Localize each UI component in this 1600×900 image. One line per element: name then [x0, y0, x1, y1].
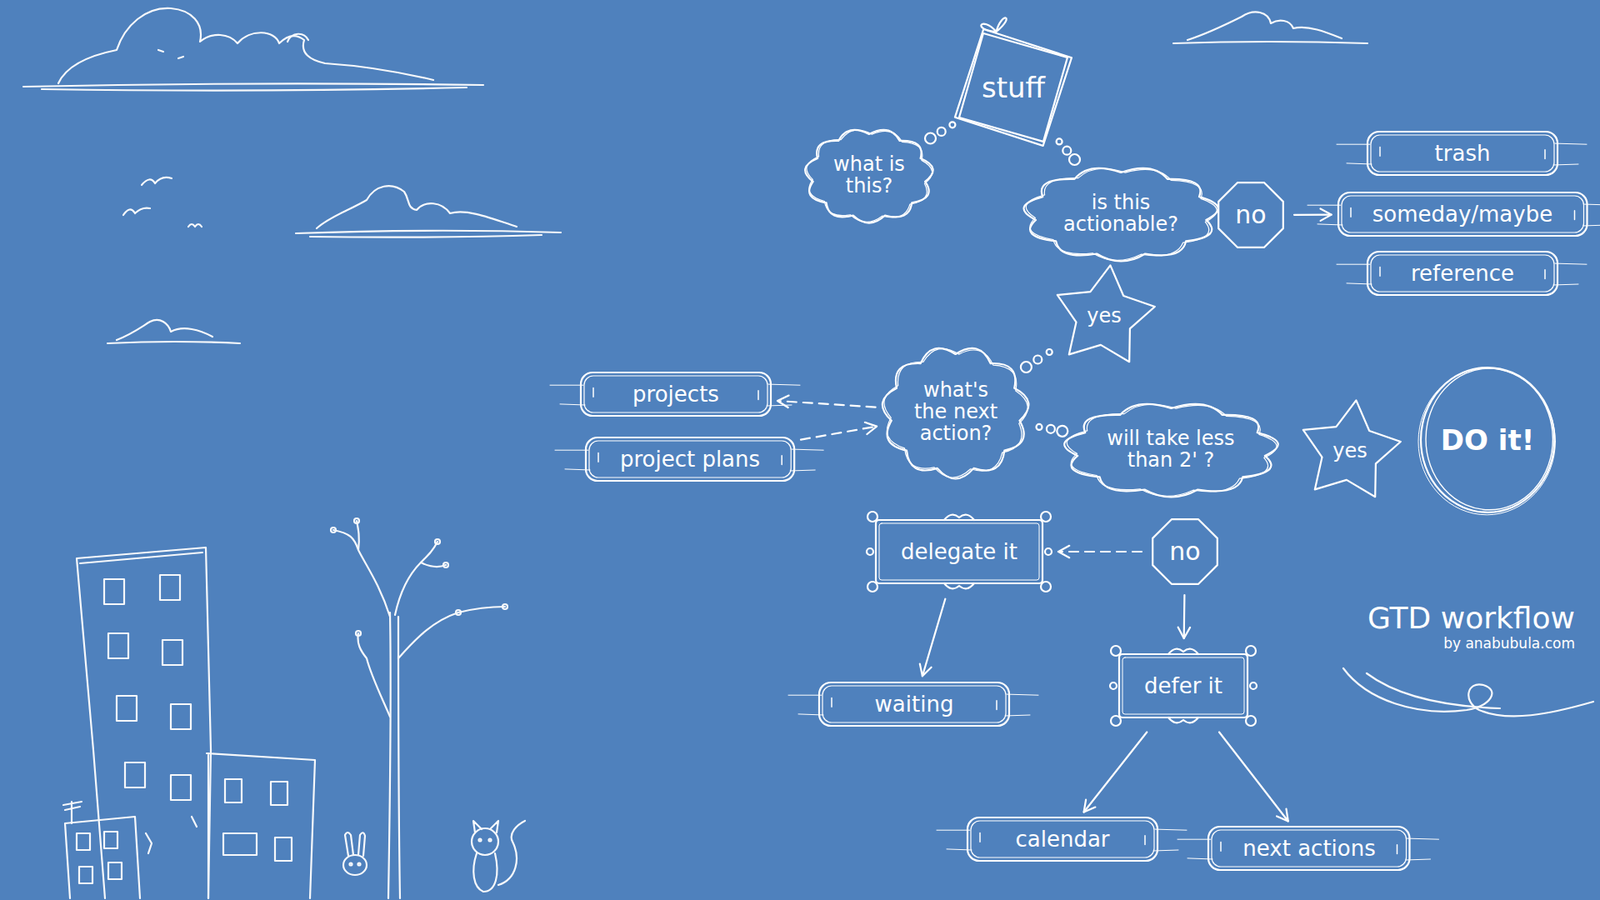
thought-bubble [1062, 146, 1071, 155]
connector-line [1183, 595, 1186, 639]
thought-bubble [1046, 349, 1053, 355]
bubble-connector [1036, 424, 1069, 437]
thought-bubble [1046, 425, 1055, 434]
arrow-head [1320, 209, 1332, 221]
thought-bubble [1056, 425, 1068, 437]
node-text: reference [1410, 261, 1515, 285]
bunny [343, 832, 367, 875]
arrow-head [865, 422, 877, 435]
thought-bubble [937, 127, 946, 136]
thought-cloud: what is this? [802, 124, 936, 228]
sky-cloud [23, 8, 484, 91]
node-text: what is this? [823, 154, 915, 198]
stop-octagon: no [1147, 514, 1223, 590]
node-text: no [1169, 538, 1200, 565]
thought-bubble [1020, 361, 1032, 373]
sky-cloud [107, 320, 240, 344]
list-band: reference [1366, 250, 1559, 296]
list-band: next actions [1207, 825, 1411, 871]
buildings [63, 547, 315, 899]
node-text: next actions [1242, 836, 1375, 860]
bubble-connector [1020, 349, 1053, 373]
node-text: is this actionable? [1052, 192, 1190, 236]
connector-line [922, 599, 945, 677]
yes-star: yes [1050, 262, 1159, 371]
connector-line [800, 426, 877, 440]
connector-line [1219, 732, 1289, 822]
arrow-head [1178, 627, 1190, 639]
arrow-head [1276, 809, 1289, 822]
thought-cloud: what's the next action? [880, 344, 1030, 481]
connector-line [1058, 550, 1142, 553]
yes-star: yes [1295, 397, 1405, 506]
thought-cloud: is this actionable? [1025, 162, 1217, 266]
thought-bubble [1033, 355, 1042, 365]
connector-line [1294, 214, 1332, 216]
node-text: calendar [1015, 827, 1110, 851]
stop-octagon: no [1213, 177, 1289, 253]
bubble-connector [1056, 138, 1080, 165]
sky-cloud [295, 185, 561, 238]
thought-bubble [1069, 154, 1080, 165]
node-text: project plans [620, 447, 760, 471]
title-block: GTD workflowby anabubula.com [1367, 601, 1575, 652]
node-text: defer it [1144, 674, 1223, 698]
node-text: projects [632, 382, 720, 406]
sky-cloud [1173, 11, 1368, 44]
arrow-connector [1294, 209, 1332, 221]
arrow-connector [800, 422, 877, 440]
list-band: trash [1366, 130, 1559, 176]
node-text: yes [1332, 440, 1367, 463]
title-swirl [1343, 668, 1594, 716]
node-text: delegate it [900, 540, 1018, 564]
diagram-title: GTD workflow [1367, 601, 1575, 635]
thought-bubble [925, 133, 936, 145]
arrow-head [1084, 800, 1096, 813]
node-text: someday/maybe [1372, 202, 1554, 226]
bubble-connector [925, 121, 955, 144]
thought-cloud: will take less than 2' ? [1066, 398, 1276, 502]
thought-bubble [949, 121, 955, 128]
arrow-connector [1219, 732, 1289, 822]
list-band: projects [580, 371, 772, 417]
tree [330, 518, 508, 899]
node-text: stuff [981, 72, 1045, 104]
diagram-caption: by anabubula.com [1367, 635, 1575, 652]
list-band: calendar [966, 816, 1159, 862]
node-text: waiting [875, 692, 955, 716]
connector-line [1084, 732, 1148, 813]
action-circle: DO it! [1417, 364, 1558, 516]
node-text: yes [1086, 305, 1121, 328]
cat [471, 820, 525, 892]
arrow-connector [1058, 545, 1142, 558]
list-band: waiting [818, 681, 1010, 727]
stuff-box: stuff [952, 26, 1075, 149]
node-text: no [1235, 201, 1266, 229]
arrow-connector [777, 395, 876, 408]
list-band: project plans [585, 436, 795, 482]
node-text: will take less than 2' ? [1091, 428, 1250, 472]
thought-bubble [1036, 424, 1043, 430]
arrow-head [1058, 545, 1070, 558]
ornate-frame: delegate it [865, 510, 1053, 594]
ornate-frame: defer it [1109, 644, 1258, 728]
arrow-head [920, 664, 932, 677]
birds [123, 177, 202, 227]
thought-bubble [1056, 138, 1063, 145]
list-band: someday/maybe [1337, 191, 1589, 237]
node-text: what's the next action? [908, 380, 1005, 445]
connector-line [777, 400, 876, 408]
arrow-connector [1178, 595, 1190, 639]
arrow-connector [920, 599, 946, 677]
node-text: trash [1435, 141, 1491, 165]
node-text: DO it! [1440, 425, 1535, 456]
arrow-connector [1084, 732, 1148, 813]
